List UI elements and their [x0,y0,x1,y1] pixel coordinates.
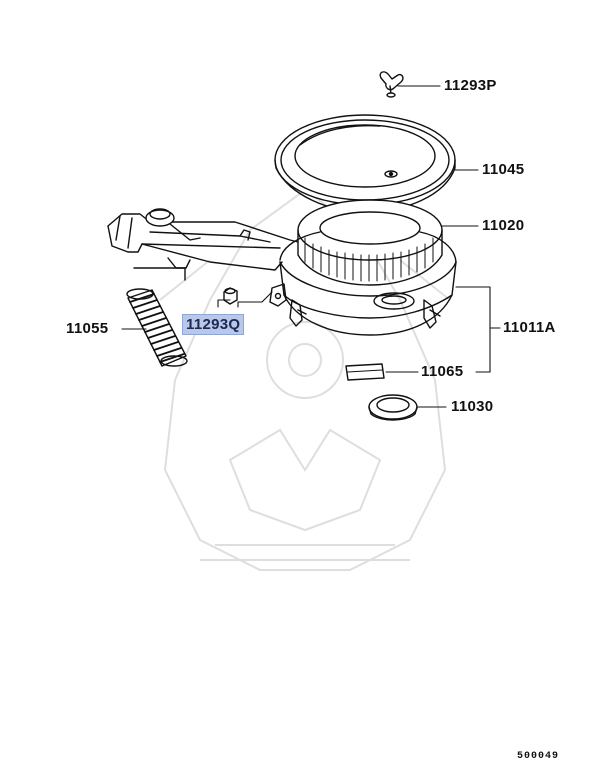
label-11055[interactable]: 11055 [66,320,109,337]
grommet-part [369,395,417,420]
label-11065[interactable]: 11065 [421,363,464,380]
wing-nut-part [380,72,403,97]
filter-element [298,200,442,285]
label-11293P[interactable]: 11293P [444,77,497,94]
air-cleaner-lid [275,115,455,212]
label-11030[interactable]: 11030 [451,398,494,415]
air-inlet-snorkel [108,209,298,280]
leader-lines [122,86,500,407]
label-11293Q-highlighted[interactable]: 11293Q [182,314,245,335]
label-11020[interactable]: 11020 [482,217,525,234]
hex-nut-part [224,288,237,304]
diagram-code: 500049 [517,751,560,762]
air-cleaner-housing [270,232,456,335]
label-11045[interactable]: 11045 [482,161,525,178]
corrugated-hose [127,289,187,366]
label-11011A[interactable]: 11011A [503,319,556,336]
pad-part [346,364,384,380]
watermark-logo [160,190,450,570]
